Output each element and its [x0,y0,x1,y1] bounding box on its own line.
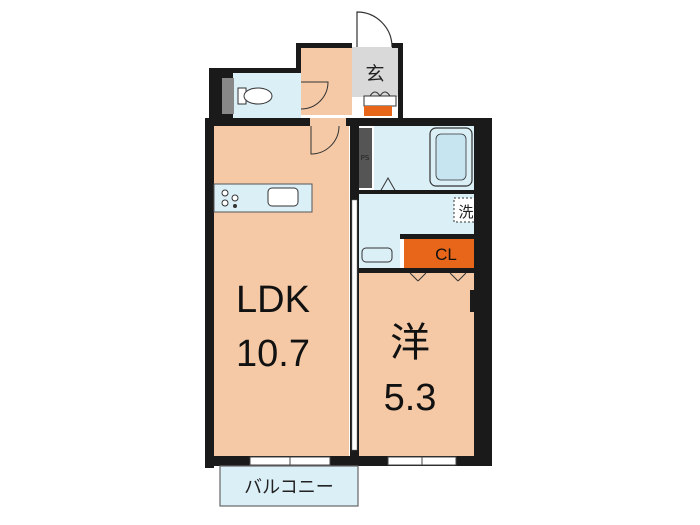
entrance-label: 玄 [365,63,384,85]
ldk-door-icon [310,125,340,155]
pipe-space [358,128,372,188]
entrance-genkan [352,47,398,97]
kitchen-stove-icon [221,189,239,208]
closet-label: CL [435,245,457,264]
western-label: 洋 [390,321,430,365]
western-size: 5.3 [384,377,437,419]
bath-door-icon [379,176,397,193]
ldk-room [213,125,349,457]
toilet-icon [237,87,273,105]
ldk-label: LDK [236,279,310,321]
balcony [219,465,359,507]
ps-label: PS [361,154,370,162]
ldk-size: 10.7 [236,333,310,375]
balcony-label: バルコニー [244,477,334,498]
shoe-rack-icon [363,91,397,116]
toilet-door-icon [300,81,329,110]
kitchen-sink-icon [267,187,299,207]
entrance-door-icon [356,11,393,48]
kitchen-counter [213,183,313,213]
bathtub-icon [429,127,473,187]
laundry-label: 洗 [458,203,473,221]
entrance-hall [300,47,352,115]
western-room [358,272,474,458]
